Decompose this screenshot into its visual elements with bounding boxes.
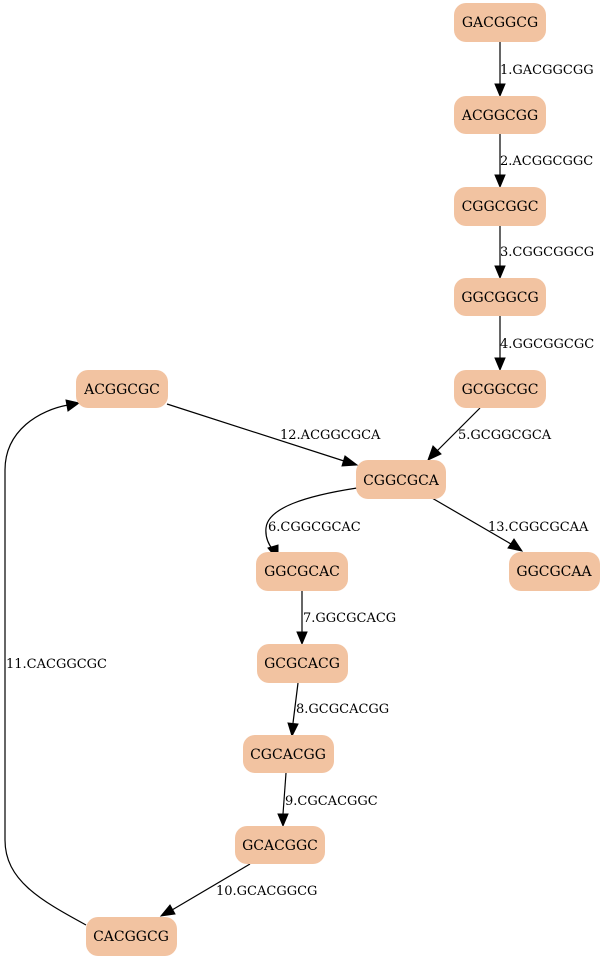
node-GCACGGC: GCACGGC [235, 826, 325, 864]
node-CGGCGGC: CGGCGGC [454, 187, 546, 226]
edge-13-line [431, 497, 512, 545]
edge-5-label: 5.GCGGCGCA [458, 428, 552, 443]
edge-3: 3.CGGCGGCG [494, 226, 594, 280]
node-GGCGCAA: GGCGCAA [509, 552, 600, 591]
edge-10: 10.GCACGGCG [159, 863, 317, 917]
node-label: GGCGCAC [264, 564, 340, 580]
edge-8-line [292, 682, 299, 724]
edge-1-arrowhead [494, 83, 506, 98]
edge-9-line [282, 772, 287, 815]
edge-11-label: 11.CACGGCGC [6, 657, 107, 672]
node-label: GCGGCGC [462, 382, 539, 398]
edge-11-arrowhead [65, 399, 81, 412]
edge-13-arrowhead [507, 538, 524, 552]
edge-5-line [436, 407, 481, 452]
edge-9-arrowhead [277, 813, 289, 828]
edge-10-label: 10.GCACGGCG [216, 884, 317, 899]
edge-4-label: 4.GGCGGCGC [500, 337, 594, 352]
edge-2-arrowhead [494, 174, 506, 189]
edge-7: 7.GGCGCACG [296, 591, 396, 646]
edge-3-arrowhead [494, 265, 506, 280]
node-GACGGCG: GACGGCG [454, 3, 546, 42]
edge-4-arrowhead [494, 357, 506, 372]
node-GCGGCGC: GCGGCGC [454, 370, 546, 408]
edge-8: 8.GCGCACGG [287, 682, 389, 738]
edge-2-label: 2.ACGGCGGC [500, 154, 593, 169]
edge-5: 5.GCGGCGCA [427, 407, 552, 461]
edge-7-arrowhead [296, 631, 308, 646]
edge-6-label: 6.CGGCGCAC [268, 520, 361, 535]
node-GGCGGCG: GGCGGCG [454, 278, 546, 316]
edge-13: 13.CGGCGCAA [431, 497, 589, 552]
edge-13-label: 13.CGGCGCAA [488, 520, 589, 535]
edge-3-label: 3.CGGCGGCG [500, 245, 594, 260]
node-CGCACGG: CGCACGG [243, 735, 334, 773]
node-label: CGGCGCA [363, 473, 440, 489]
node-label: CGGCGGC [462, 199, 539, 215]
edge-12: 12.ACGGCGCA [166, 403, 381, 467]
node-CGGCGCA: CGGCGCA [356, 460, 446, 499]
node-GGCGCAC: GGCGCAC [256, 552, 348, 591]
edge-10-arrowhead [159, 904, 176, 917]
node-label: GCGCACG [264, 656, 340, 672]
node-label: ACGGCGC [83, 382, 160, 398]
node-label: GCACGGC [242, 838, 318, 854]
edge-7-label: 7.GGCGCACG [303, 611, 396, 626]
edge-11-line [4, 404, 87, 926]
edge-6: 6.CGGCGCAC [265, 487, 361, 562]
edge-6-line [265, 487, 358, 551]
edge-5-arrowhead [427, 445, 442, 461]
edge-9-label: 9.CGCACGGC [285, 794, 378, 809]
node-label: GACGGCG [462, 15, 538, 31]
edge-12-label: 12.ACGGCGCA [280, 428, 381, 443]
edge-8-label: 8.GCGCACGG [296, 702, 389, 717]
edge-12-line [166, 403, 345, 462]
node-label: CGCACGG [250, 747, 326, 763]
node-ACGGCGG: ACGGCGG [454, 96, 546, 134]
edge-9: 9.CGCACGGC [277, 772, 378, 828]
node-label: ACGGCGG [461, 108, 538, 124]
node-label: GGCGCAA [516, 564, 592, 580]
edge-2: 2.ACGGCGGC [494, 134, 593, 189]
edge-4: 4.GGCGGCGC [494, 316, 594, 372]
node-CACGGCG: CACGGCG [86, 917, 177, 956]
edge-10-line [171, 863, 251, 911]
edge-8-arrowhead [287, 722, 299, 738]
node-ACGGCGC: ACGGCGC [76, 370, 168, 408]
node-label: GGCGGCG [461, 290, 538, 306]
node-label: CACGGCG [93, 929, 169, 945]
edge-12-arrowhead [341, 455, 359, 467]
node-GCGCACG: GCGCACG [257, 644, 348, 683]
edge-1: 1.GACGGCGG [494, 42, 594, 98]
edge-11: 11.CACGGCGC [4, 399, 107, 926]
edge-1-label: 1.GACGGCGG [500, 63, 594, 78]
